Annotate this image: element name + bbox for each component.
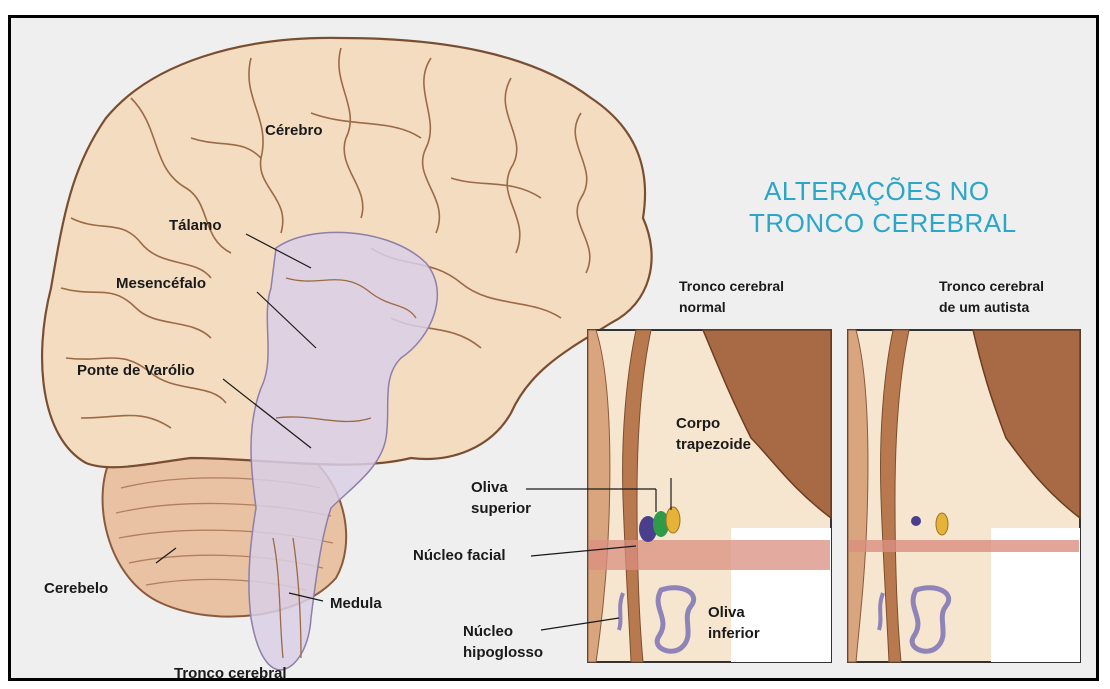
oliva-superior-marker-autista — [911, 516, 921, 526]
panel-autista — [848, 330, 1080, 662]
figure-frame: ALTERAÇÕES NO TRONCO CEREBRAL Cérebro Tá… — [8, 15, 1099, 681]
label-nucleo-hipo-2: hipoglosso — [463, 643, 543, 662]
label-talamo: Tálamo — [169, 216, 222, 235]
label-oliva-inf-2: inferior — [708, 624, 760, 643]
label-mesencefalo: Mesencéfalo — [116, 274, 206, 293]
label-corpo: Corpo — [676, 414, 720, 433]
label-nucleo-hipo-1: Núcleo — [463, 622, 513, 641]
panel-normal-heading-2: normal — [679, 297, 726, 318]
label-ponte: Ponte de Varólio — [77, 361, 195, 380]
label-cerebro: Cérebro — [265, 121, 323, 140]
corpo-trapezoide-marker-autista — [936, 513, 948, 535]
figure-title-line-1: ALTERAÇÕES NO — [764, 175, 990, 207]
figure-title-line-2: TRONCO CEREBRAL — [749, 207, 1017, 239]
label-tronco-cerebral: Tronco cerebral — [174, 664, 287, 681]
label-oliva-sup-1: Oliva — [471, 478, 508, 497]
panel-autista-heading-1: Tronco cerebral — [939, 276, 1044, 297]
label-oliva-sup-2: superior — [471, 499, 531, 518]
label-oliva-inf-1: Oliva — [708, 603, 745, 622]
diagram-art — [11, 18, 1096, 678]
label-medula: Medula — [330, 594, 382, 613]
label-trapezoide: trapezoide — [676, 435, 751, 454]
panel-normal-band — [589, 540, 830, 570]
panel-normal-heading-1: Tronco cerebral — [679, 276, 784, 297]
label-cerebelo: Cerebelo — [44, 579, 108, 598]
panel-autista-heading-2: de um autista — [939, 297, 1029, 318]
panel-normal — [526, 330, 831, 662]
brain-illustration — [42, 38, 652, 670]
panel-autista-band — [849, 540, 1079, 552]
label-nucleo-facial: Núcleo facial — [413, 546, 506, 565]
corpo-trapezoide-marker — [666, 507, 680, 533]
